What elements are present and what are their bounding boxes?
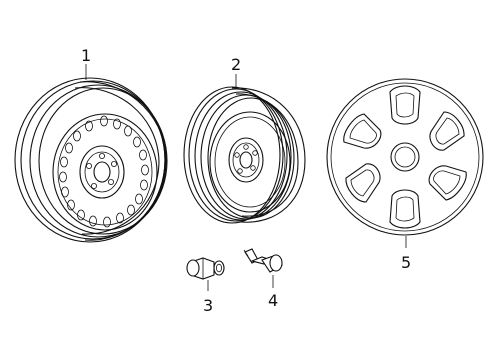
callout-5: 5 xyxy=(401,253,411,272)
tpms-valve-stem-icon xyxy=(243,248,283,273)
callout-4: 4 xyxy=(268,291,278,310)
callout-1: 1 xyxy=(81,46,91,65)
callout-3: 3 xyxy=(203,296,213,315)
lug-nut-icon xyxy=(186,257,225,280)
spare-wheel-icon xyxy=(183,86,306,224)
wheel-cover-icon xyxy=(326,78,484,236)
steel-wheel-icon xyxy=(14,77,168,243)
callout-2: 2 xyxy=(231,55,241,74)
